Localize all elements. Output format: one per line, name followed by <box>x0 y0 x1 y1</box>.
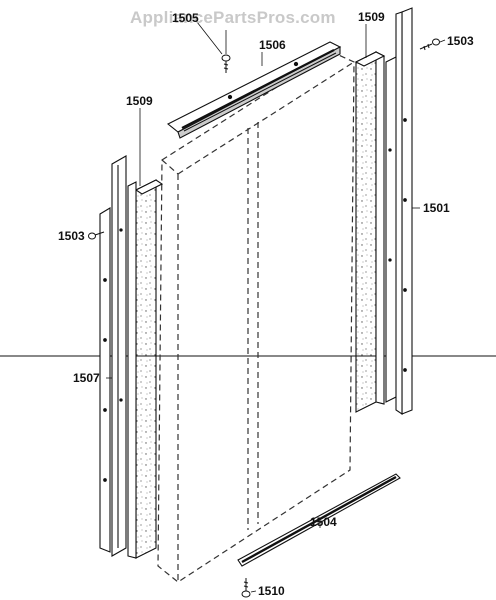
callout-1505: 1505 <box>172 11 199 25</box>
callout-1509-top: 1509 <box>358 10 385 24</box>
callout-1501: 1501 <box>423 201 450 215</box>
callout-1510: 1510 <box>258 584 285 598</box>
callout-1506: 1506 <box>259 38 286 52</box>
callout-1507: 1507 <box>73 371 100 385</box>
callout-1503-left: 1503 <box>58 229 85 243</box>
part-1509-right-foam-strip <box>354 51 386 413</box>
part-1505-screw <box>221 30 231 73</box>
callout-1504: 1504 <box>310 515 337 529</box>
part-1507-left-trim <box>99 155 127 557</box>
callout-1503-top: 1503 <box>447 34 474 48</box>
part-1503-screw-left <box>88 231 105 240</box>
part-1501-right-trim <box>385 7 413 416</box>
callout-1509-left: 1509 <box>126 94 153 108</box>
watermark-text: AppliancePartsPros.com <box>130 8 336 27</box>
part-1509-left-foam-strip <box>127 179 164 559</box>
part-1510-screw <box>241 578 251 598</box>
part-1503-screw-top <box>419 38 440 51</box>
callout-leaders <box>88 21 446 593</box>
part-1504-bottom-strip <box>237 473 401 567</box>
part-1506-top-bracket <box>166 41 342 139</box>
